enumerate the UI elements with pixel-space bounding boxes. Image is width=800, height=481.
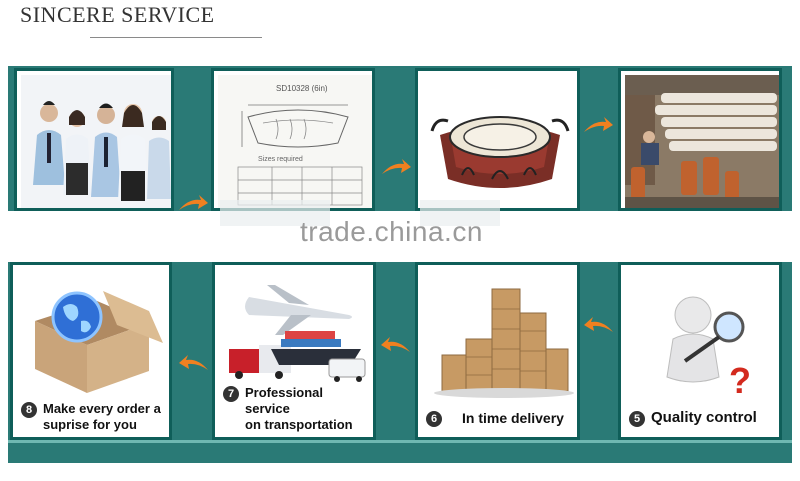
card-step-6: 6 In time delivery bbox=[415, 262, 580, 440]
sketch-sizes-label: Sizes required bbox=[258, 156, 303, 163]
card-step-8: 8 Make every order a suprise for you bbox=[10, 262, 172, 440]
step-6-text: In time delivery bbox=[462, 410, 564, 426]
van-icon bbox=[328, 358, 366, 382]
watermark-ghost bbox=[220, 200, 330, 226]
card-step-5: ? 5 Quality control bbox=[618, 262, 782, 440]
arrow-right-icon bbox=[382, 159, 411, 174]
arrow-left-icon bbox=[179, 355, 208, 370]
service-team-photo bbox=[21, 75, 171, 208]
card-step-7: 7 Professional service on transportation bbox=[212, 262, 376, 440]
globe-box-icon bbox=[17, 269, 169, 399]
step-5-text: Quality control bbox=[651, 409, 757, 426]
person bbox=[63, 110, 91, 195]
design-sketch-image: SD10328 (6in) Sizes required bbox=[218, 75, 372, 208]
workshop-photo bbox=[625, 75, 779, 208]
arrow-right-icon bbox=[179, 195, 208, 210]
step-number-badge: 5 bbox=[629, 411, 645, 427]
person bbox=[118, 104, 148, 201]
watermark-ghost bbox=[420, 200, 500, 226]
step-6-caption: 6 In time delivery bbox=[426, 410, 573, 427]
person bbox=[91, 103, 121, 197]
transport-image bbox=[219, 269, 373, 399]
person bbox=[147, 116, 171, 199]
boxes-stack-icon bbox=[422, 269, 577, 399]
question-mark-icon: ? bbox=[729, 360, 751, 399]
card-service-team bbox=[14, 68, 174, 211]
person bbox=[33, 101, 65, 185]
step-number-badge: 8 bbox=[21, 402, 37, 418]
step-8-caption: 8 Make every order a suprise for you bbox=[21, 401, 165, 433]
card-factory-workshop bbox=[618, 68, 782, 211]
step-7-text: Professional service on transportation bbox=[245, 385, 353, 432]
page-title: SINCERE SERVICE bbox=[20, 2, 215, 27]
watermark-text: trade.china.cn bbox=[300, 216, 483, 247]
magnifier-icon bbox=[683, 311, 745, 363]
step-5-caption: 5 Quality control bbox=[629, 410, 775, 427]
step-7-caption: 7 Professional service on transportation bbox=[223, 385, 369, 433]
arrow-left-icon bbox=[381, 337, 410, 352]
step-8-text: Make every order a suprise for you bbox=[43, 401, 161, 432]
magnifier-figure-icon: ? bbox=[625, 269, 779, 399]
step-number-badge: 7 bbox=[223, 386, 239, 402]
bottom-band-strip bbox=[8, 440, 792, 463]
airplane-icon bbox=[245, 285, 352, 335]
arrow-right-icon bbox=[584, 117, 613, 132]
title-underline bbox=[90, 37, 262, 38]
card-metal-baskets bbox=[415, 68, 580, 211]
step-number-badge: 6 bbox=[426, 411, 442, 427]
sketch-code: SD10328 (6in) bbox=[276, 84, 328, 93]
card-design-sketch: SD10328 (6in) Sizes required bbox=[211, 68, 375, 211]
arrow-left-icon bbox=[584, 317, 613, 332]
baskets-photo bbox=[422, 75, 577, 208]
sizes-table bbox=[237, 166, 363, 206]
